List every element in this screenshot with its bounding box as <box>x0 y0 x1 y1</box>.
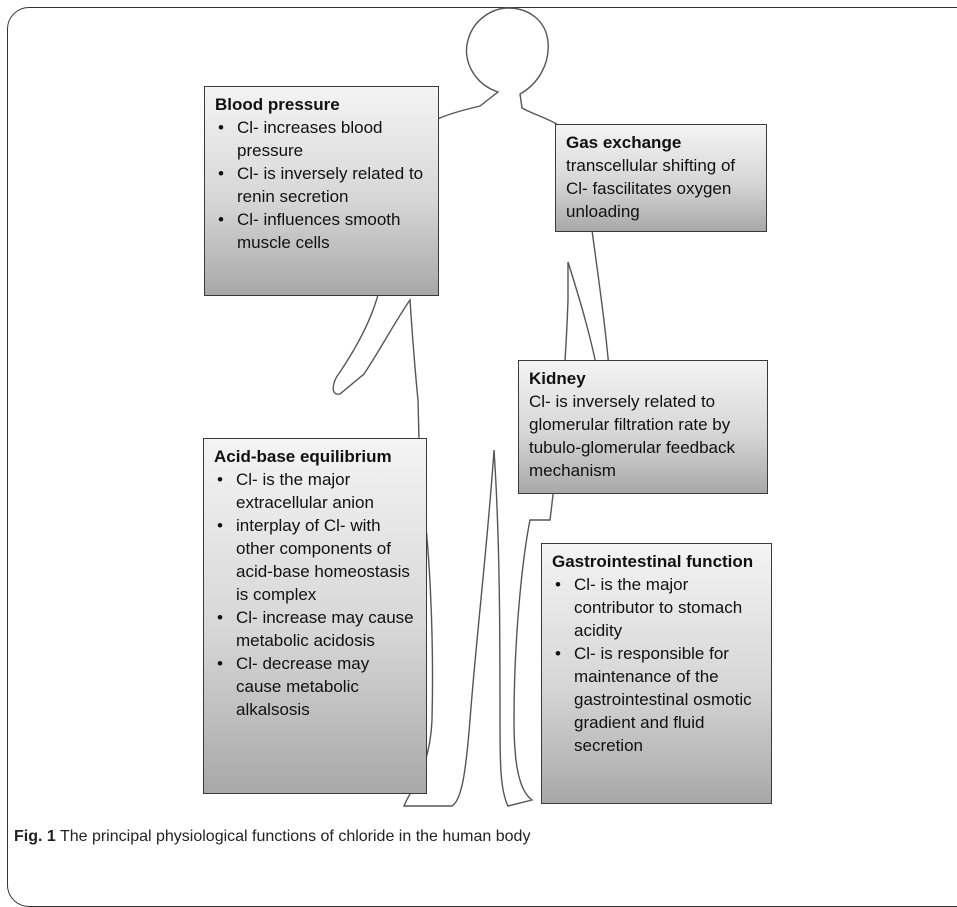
acid-base-item: interplay of Cl- with other components o… <box>214 514 418 606</box>
gas-exchange-text: transcellular shifting of Cl- fascilitat… <box>566 156 736 221</box>
gastrointestinal-item: Cl- is the major contributor to stomach … <box>552 573 763 642</box>
blood-pressure-item: Cl- is inversely related to renin secret… <box>215 162 430 208</box>
gastrointestinal-box: Gastrointestinal function Cl- is the maj… <box>541 543 772 804</box>
kidney-box: Kidney Cl- is inversely related to glome… <box>518 360 768 494</box>
acid-base-title: Acid-base equilibrium <box>214 447 392 466</box>
blood-pressure-title: Blood pressure <box>215 95 340 114</box>
blood-pressure-item: Cl- influences smooth muscle cells <box>215 208 430 254</box>
gas-exchange-title: Gas exchange <box>566 133 682 152</box>
human-silhouette <box>332 7 611 807</box>
figure-caption-text: The principal physiological functions of… <box>59 828 531 845</box>
acid-base-box: Acid-base equilibrium Cl- is the major e… <box>203 438 427 794</box>
gas-exchange-box: Gas exchange transcellular shifting of C… <box>555 124 767 232</box>
acid-base-item: Cl- increase may cause metabolic acidosi… <box>214 606 418 652</box>
acid-base-item: Cl- decrease may cause metabolic alkalso… <box>214 652 418 721</box>
kidney-title: Kidney <box>529 369 586 388</box>
kidney-text: Cl- is inversely related to glomerular f… <box>529 392 736 480</box>
acid-base-item: Cl- is the major extracellular anion <box>214 468 418 514</box>
blood-pressure-box: Blood pressure Cl- increases blood press… <box>204 86 439 296</box>
figure-label: Fig. 1 <box>14 828 56 845</box>
gastrointestinal-item: Cl- is responsible for maintenance of th… <box>552 642 763 757</box>
blood-pressure-item: Cl- increases blood pressure <box>215 116 430 162</box>
figure-caption: Fig. 1 The principal physiological funct… <box>14 828 530 846</box>
gastrointestinal-title: Gastrointestinal function <box>552 552 754 571</box>
